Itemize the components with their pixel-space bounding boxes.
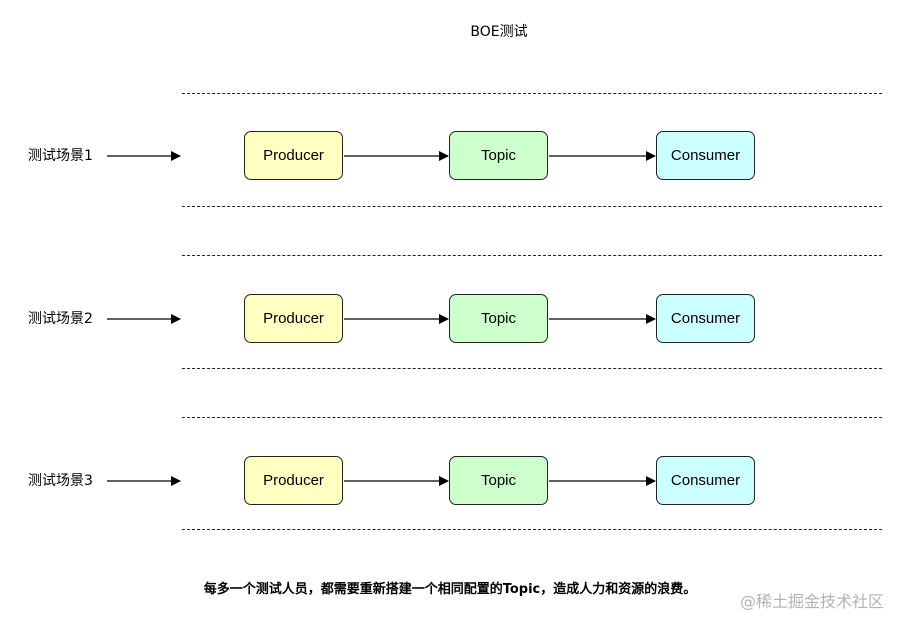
consumer-node: Consumer bbox=[656, 131, 755, 180]
topic-node: Topic bbox=[449, 456, 548, 505]
scene-label: 测试场景2 bbox=[28, 311, 93, 327]
consumer-node: Consumer bbox=[656, 456, 755, 505]
scene-label: 测试场景3 bbox=[28, 473, 93, 489]
consumer-node: Consumer bbox=[656, 294, 755, 343]
dashed-divider bbox=[182, 417, 882, 418]
diagram-title: BOE测试 bbox=[470, 24, 528, 40]
topic-node: Topic bbox=[449, 131, 548, 180]
scene-label: 测试场景1 bbox=[28, 148, 93, 164]
watermark: @稀土掘金技术社区 bbox=[739, 592, 884, 611]
producer-node: Producer bbox=[244, 131, 343, 180]
caption: 每多一个测试人员，都需要重新搭建一个相同配置的Topic，造成人力和资源的浪费。 bbox=[203, 582, 697, 597]
dashed-divider bbox=[182, 206, 882, 207]
dashed-divider bbox=[182, 255, 882, 256]
dashed-divider bbox=[182, 368, 882, 369]
topic-node: Topic bbox=[449, 294, 548, 343]
producer-node: Producer bbox=[244, 294, 343, 343]
producer-node: Producer bbox=[244, 456, 343, 505]
dashed-divider bbox=[182, 529, 882, 530]
dashed-divider bbox=[182, 93, 882, 94]
